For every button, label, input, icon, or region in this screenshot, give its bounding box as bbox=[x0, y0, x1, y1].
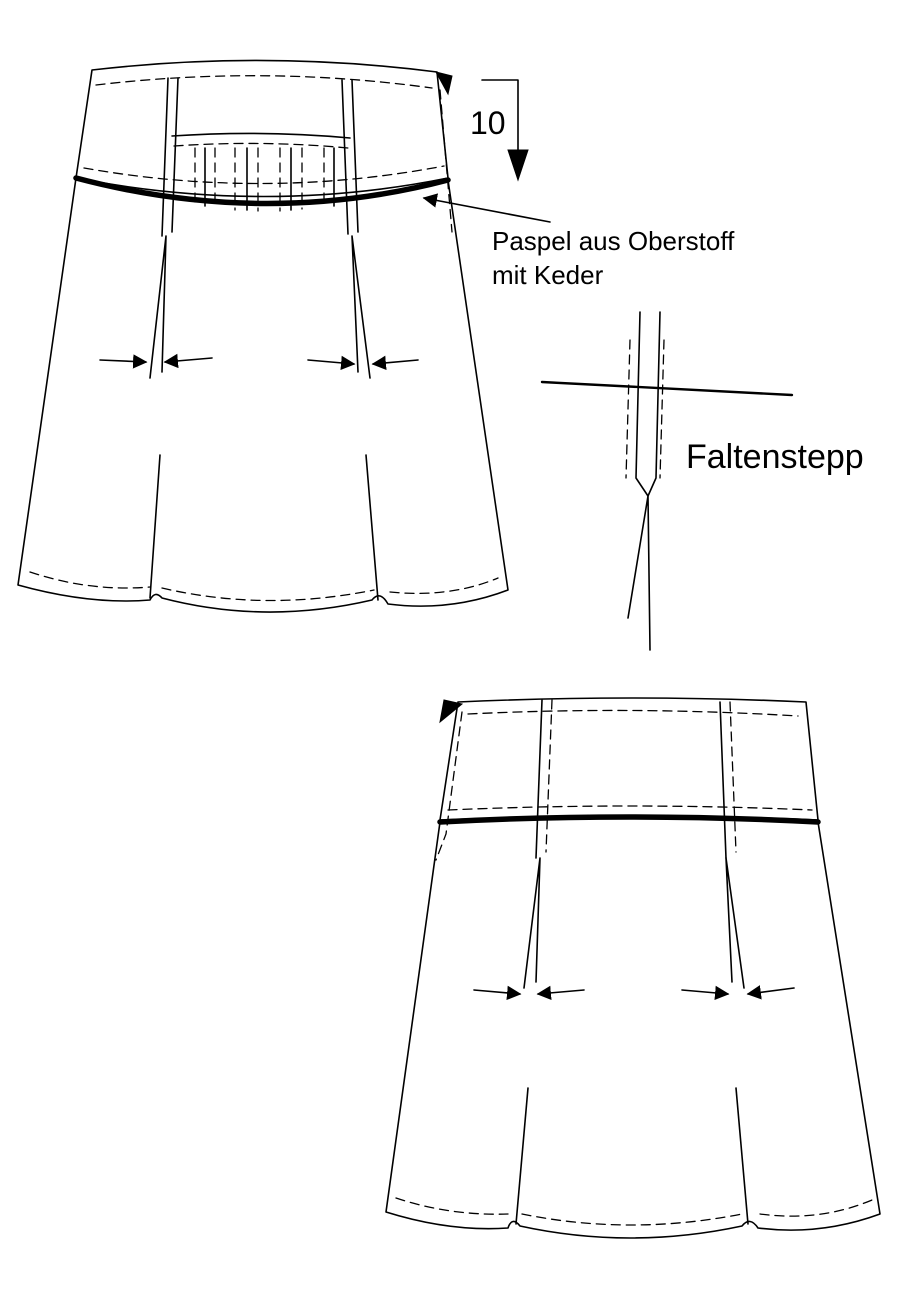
front-pleat-lines bbox=[204, 147, 335, 211]
pleat-stitch-detail: Faltenstepp bbox=[540, 311, 864, 651]
front-belt-loop-left-edge bbox=[171, 77, 179, 233]
front-hem-stitch bbox=[29, 571, 499, 602]
back-piping-seam bbox=[437, 814, 821, 825]
front-dart-right bbox=[351, 235, 371, 379]
front-center-panel-stitch bbox=[173, 142, 349, 149]
front-pleat-right-lower bbox=[365, 454, 379, 601]
detail-pleat-stitch bbox=[625, 339, 665, 479]
pleat-stitch-label: Faltenstepp bbox=[686, 438, 864, 476]
back-arrow-left-a bbox=[473, 985, 522, 1001]
front-center-panel bbox=[171, 132, 351, 139]
front-side-stitch bbox=[439, 89, 453, 233]
measurement-indicator: 10 bbox=[470, 79, 529, 182]
measurement-arrow-head bbox=[507, 149, 529, 182]
back-waistband-topstitch bbox=[467, 709, 799, 717]
piping-leader-line bbox=[422, 193, 551, 223]
back-skirt-outline bbox=[385, 821, 881, 1239]
front-skirt-view bbox=[17, 59, 509, 613]
front-arrow-right-a bbox=[307, 355, 356, 371]
back-belt-loop-right-edge bbox=[729, 701, 737, 853]
front-corner-marker bbox=[435, 71, 453, 96]
back-corner-marker bbox=[439, 699, 464, 724]
back-dart-left bbox=[523, 857, 541, 989]
back-waistband-topstitch-lower bbox=[447, 805, 813, 811]
front-skirt-outline bbox=[17, 177, 509, 613]
back-dart-right bbox=[725, 857, 745, 989]
front-pleat-left-lower bbox=[149, 454, 161, 599]
back-arrow-right-b bbox=[746, 985, 795, 1000]
front-waistband-topstitch-lower bbox=[83, 165, 445, 185]
front-belt-loop-right bbox=[341, 79, 349, 235]
front-dart-left bbox=[149, 235, 167, 379]
back-side-stitch bbox=[435, 711, 463, 861]
back-arrow-right-a bbox=[681, 985, 730, 1001]
back-arrow-left-b bbox=[536, 985, 585, 1001]
back-belt-loop-left-edge bbox=[545, 699, 553, 853]
back-hem-stitch bbox=[395, 1197, 873, 1226]
piping-label-line2: mit Keder bbox=[492, 260, 604, 290]
front-piping-seam bbox=[73, 175, 451, 207]
piping-label-line1: Paspel aus Oberstoff bbox=[492, 226, 735, 256]
front-arrow-right-b bbox=[371, 355, 419, 371]
back-pleat-left-lower bbox=[515, 1087, 529, 1225]
back-pleat-right-lower bbox=[735, 1087, 749, 1225]
detail-pleat-fold bbox=[635, 311, 661, 497]
detail-seam-line bbox=[540, 380, 794, 397]
front-pleat-stitches bbox=[194, 147, 325, 212]
detail-pleat-lower bbox=[627, 495, 651, 651]
front-arrow-left-a bbox=[99, 354, 148, 369]
measurement-value: 10 bbox=[470, 105, 506, 141]
piping-callout: Paspel aus Oberstoff mit Keder bbox=[422, 193, 735, 290]
front-arrow-left-b bbox=[163, 353, 213, 369]
front-belt-loop-right-edge bbox=[351, 79, 359, 233]
front-belt-loop-left bbox=[161, 77, 169, 237]
measurement-bracket bbox=[481, 79, 519, 161]
front-waistband-topstitch bbox=[95, 75, 433, 89]
back-belt-loop-right bbox=[719, 701, 727, 859]
back-waistband-outline bbox=[439, 697, 819, 821]
back-skirt-view bbox=[385, 697, 881, 1239]
back-belt-loop-left bbox=[535, 699, 543, 859]
